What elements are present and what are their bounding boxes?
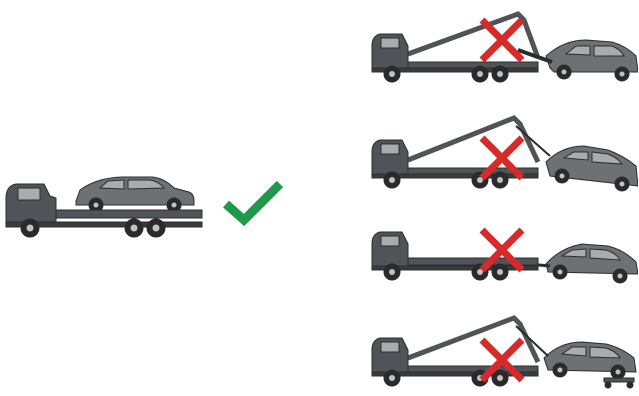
wheel-dolly [603,377,635,389]
correct-method-scene [4,168,209,240]
incorrect-method-4-scene [368,310,638,394]
cross-icon [478,336,526,384]
tilted-bed-tow [371,11,638,83]
winch-cable [515,325,549,357]
truck-wheels [20,218,166,238]
truck-cab [5,183,203,228]
flatbed-truck-with-car [5,176,203,238]
truck-body [371,33,539,83]
towed-car [545,145,638,192]
towed-car [543,341,637,380]
check-icon [222,178,286,228]
flatbed-hook-tow [371,231,638,284]
incorrect-method-3-scene [368,220,638,286]
towed-car [545,39,638,82]
tilted-bed-dolly-tow [371,315,637,389]
truck-body [371,231,539,281]
tilted-bed [407,315,541,364]
incorrect-method-2-scene [368,112,638,196]
truck-bed [55,209,203,219]
tilted-bed [407,11,541,59]
cross-icon [478,134,526,182]
cross-icon [478,226,526,274]
tow-bar [517,48,553,64]
cross-icon [478,16,526,64]
tilted-bed-winch-tow [371,115,638,192]
car-on-bed [75,176,195,213]
truck-body [371,337,539,387]
tilted-bed [407,115,541,164]
truck-body [371,139,539,189]
incorrect-method-1-scene [368,6,638,90]
towed-car [545,243,638,284]
winch-cable [515,125,551,157]
